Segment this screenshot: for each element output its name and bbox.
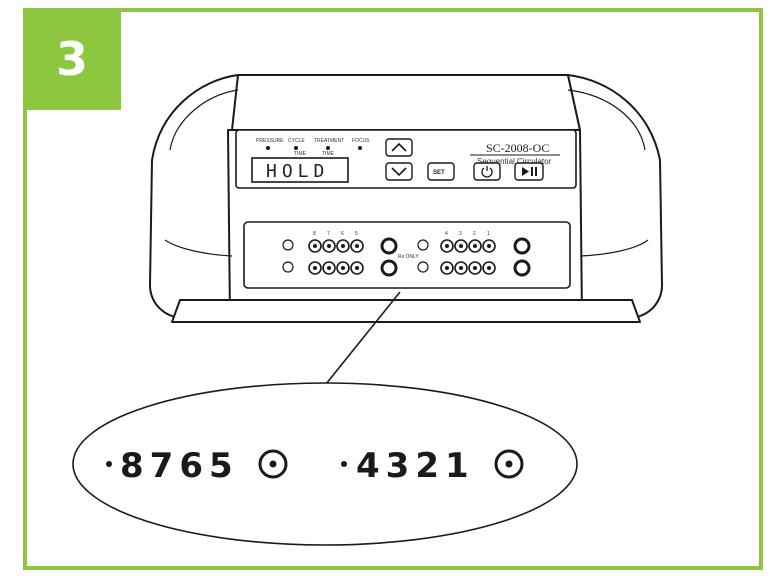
step-number: 3 [55, 32, 88, 86]
left-large-port-top[interactable] [380, 237, 398, 255]
treatment-label: TREATMENT [314, 138, 344, 144]
left-large-port-bottom[interactable] [380, 259, 398, 277]
right-indicator-bottom [417, 261, 429, 273]
pressure-label: PRESSURE [256, 138, 284, 144]
target-icon-left [258, 449, 288, 479]
cycle-led [294, 146, 298, 150]
down-button[interactable] [385, 162, 413, 181]
chevron-up-icon [391, 142, 407, 152]
left-indicator-bottom [282, 261, 294, 273]
target-icon-right [494, 449, 524, 479]
left-port-group: 8 7 6 5 [308, 231, 364, 275]
left-indicator-top [282, 239, 294, 251]
port-label: 7 [327, 231, 330, 237]
callout-bullet-left [106, 461, 112, 467]
callout-right-numbers: 4321 [356, 446, 475, 486]
chevron-down-icon [391, 167, 407, 177]
right-large-port-top[interactable] [513, 237, 531, 255]
up-button[interactable] [385, 138, 413, 157]
port-label: 8 [313, 231, 316, 237]
treatment-led [326, 146, 330, 150]
left-bumper [149, 74, 239, 319]
callout-leader-line [325, 291, 401, 385]
rx-only-label: Rx ONLY [398, 254, 419, 260]
focus-label: FOCUS [352, 138, 370, 144]
pressure-led [266, 146, 270, 150]
port-label: 4 [445, 231, 448, 237]
device-top-panel [227, 74, 581, 131]
callout-bullet-right [341, 461, 347, 467]
callout-left-numbers: 8765 [120, 446, 239, 486]
lcd-text: HOLD [266, 161, 329, 182]
cycle-label: CYCLE [288, 138, 305, 144]
treatment-time-label: TIME [322, 151, 335, 157]
port-label: 1 [487, 231, 490, 237]
port-label: 6 [341, 231, 344, 237]
model-name: SC-2008-OC [486, 141, 549, 155]
cycle-time-label: TIME [294, 151, 307, 157]
play-pause-icon [522, 167, 537, 176]
callout-ellipse [72, 382, 578, 546]
right-indicator-top [417, 239, 429, 251]
port-label: 2 [473, 231, 476, 237]
port-label: 5 [355, 231, 358, 237]
power-icon [481, 166, 493, 178]
set-button-label: SET [433, 170, 445, 176]
lcd-display [251, 157, 349, 183]
right-large-port-bottom[interactable] [513, 259, 531, 277]
focus-led [358, 146, 362, 150]
step-badge [23, 8, 121, 110]
figure-frame [23, 8, 763, 570]
power-button[interactable] [473, 162, 501, 181]
right-port-group: 4 3 2 1 [440, 231, 496, 275]
set-button[interactable] [427, 162, 455, 181]
device-base [171, 299, 641, 323]
port-label: 3 [459, 231, 462, 237]
model-subtitle: Sequential Circulator [477, 157, 552, 166]
